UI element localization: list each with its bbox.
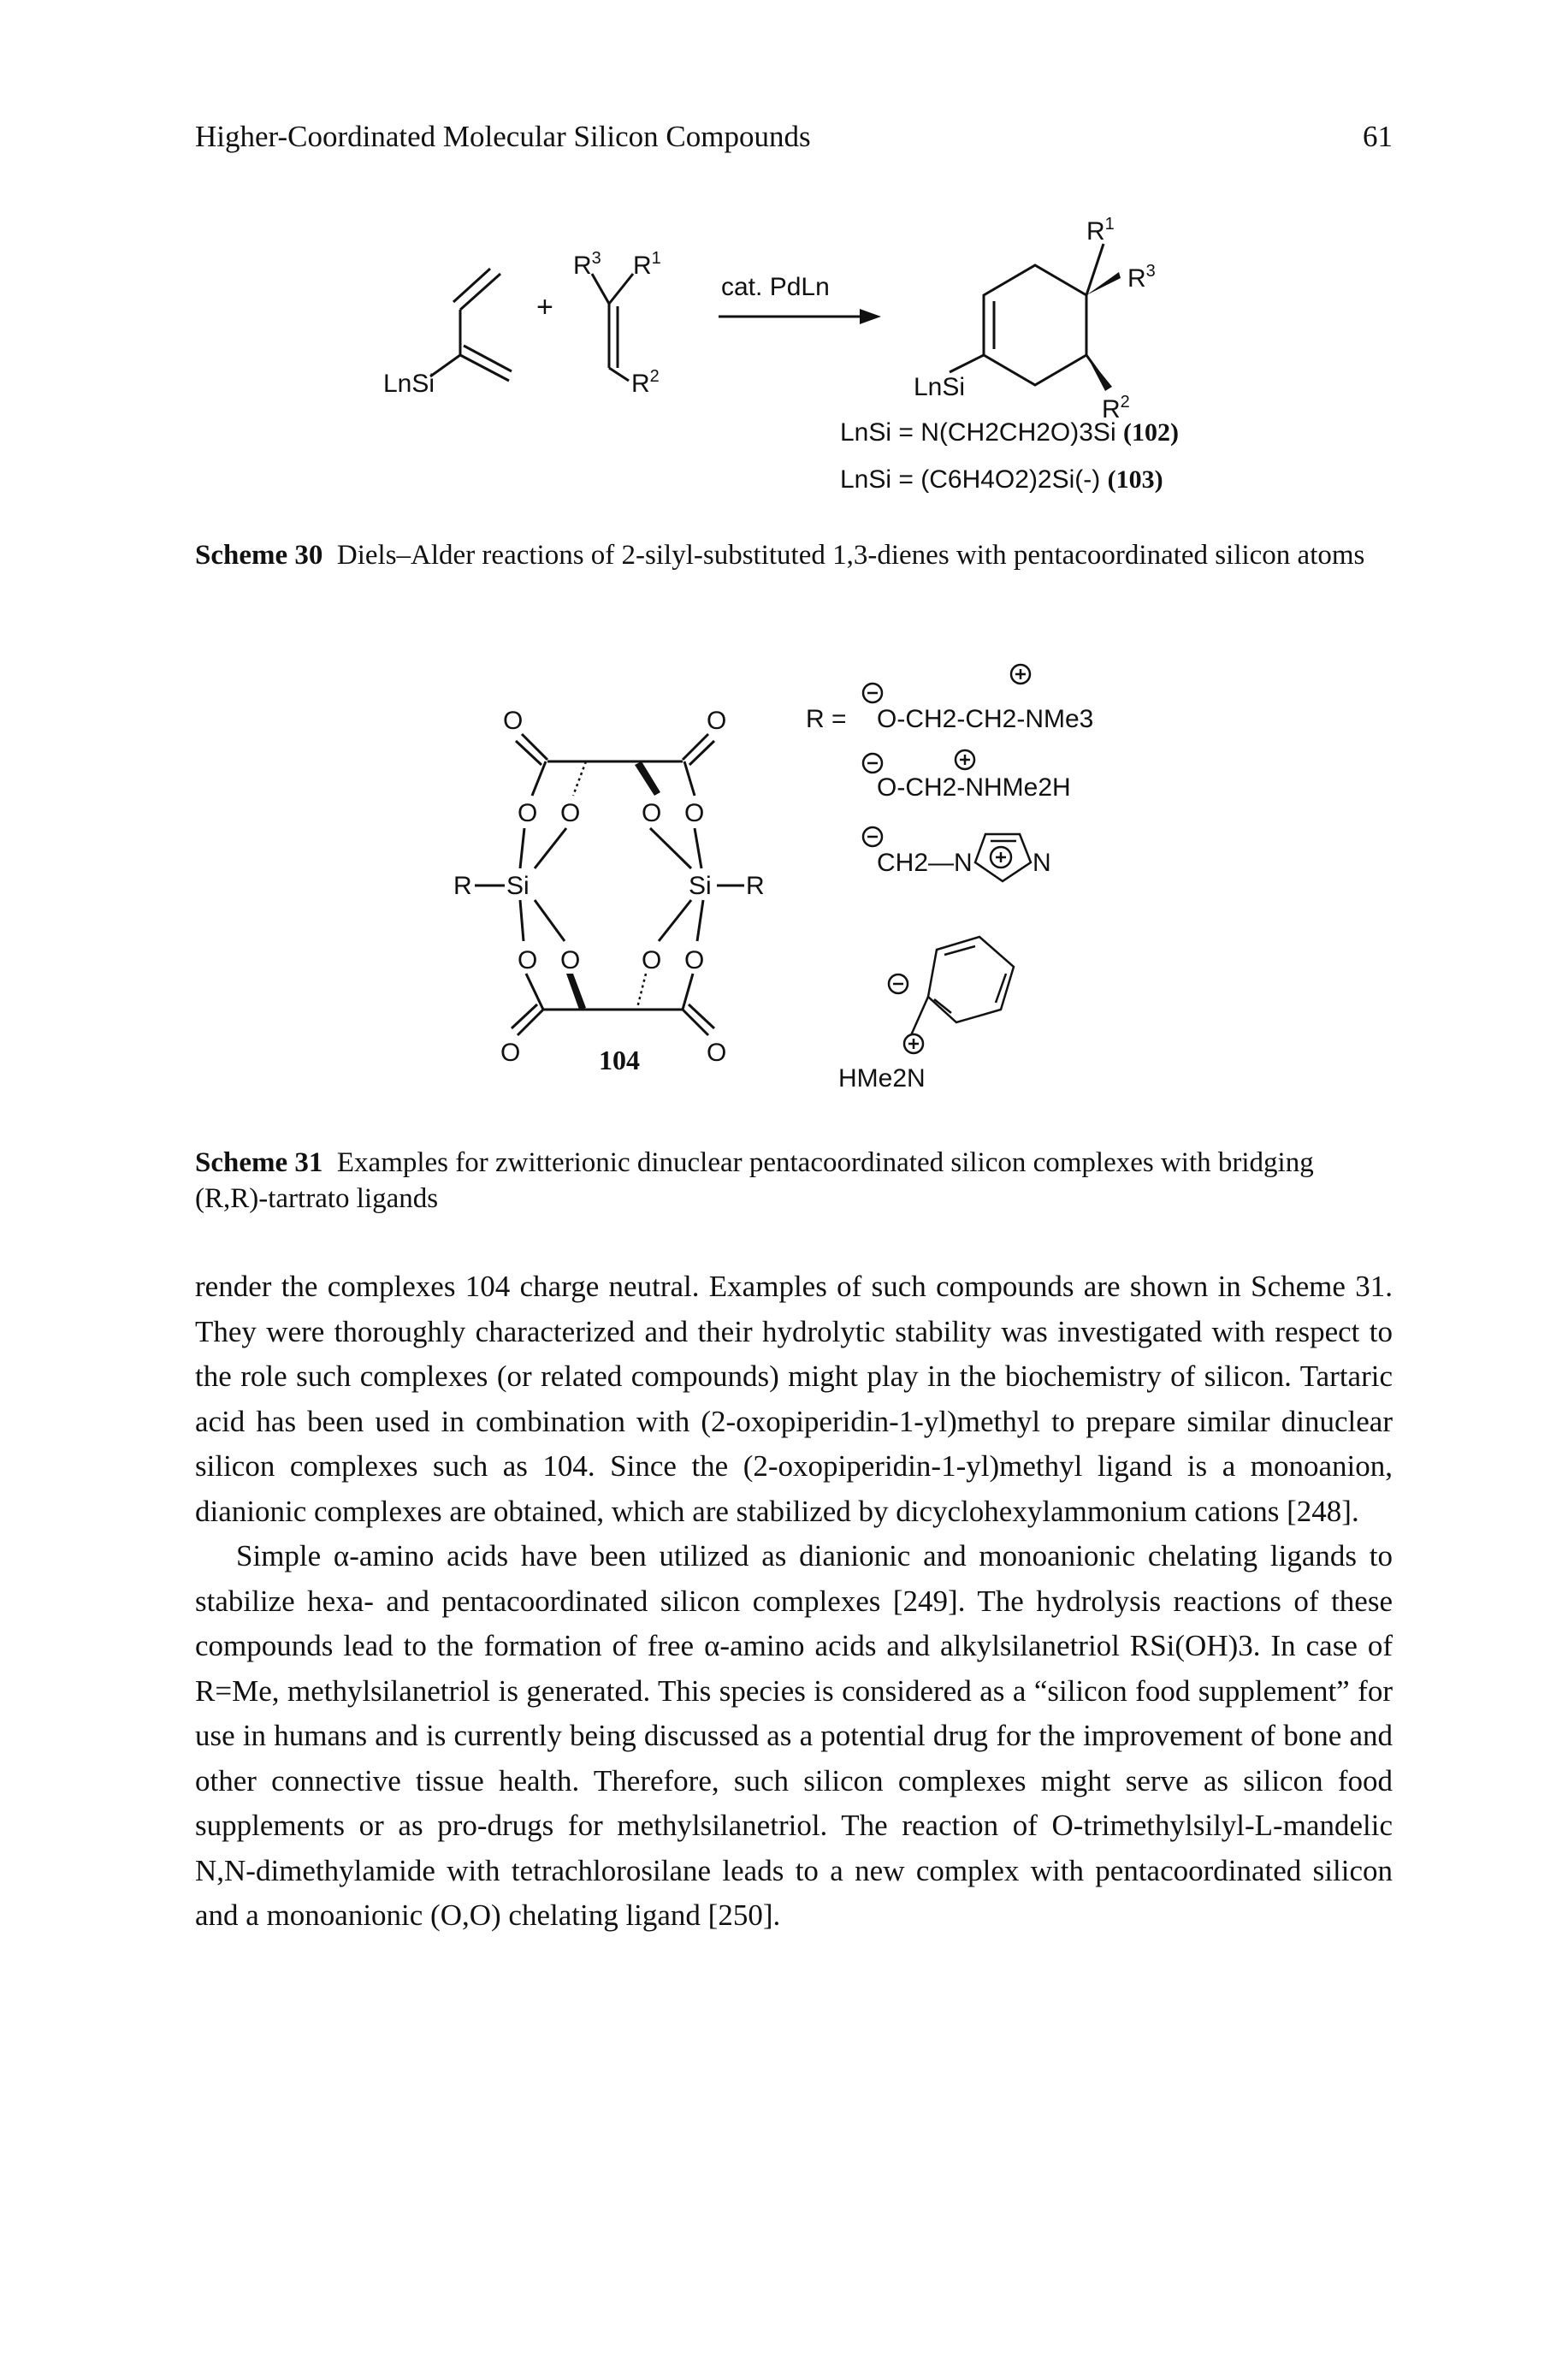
r-group-1: O-CH2-CH2-NMe3: [877, 705, 1093, 733]
paragraph-1: render the complexes 104 charge neutral.…: [195, 1270, 1393, 1528]
svg-text:O: O: [707, 1039, 726, 1067]
product-structure: LnSi R1 R3 R2: [914, 215, 1156, 423]
svg-text:O: O: [707, 707, 726, 735]
page-number: 61: [1363, 120, 1393, 153]
paragraph-2: Simple α-amino acids have been utilized …: [195, 1539, 1393, 1932]
svg-text:O: O: [560, 946, 580, 974]
imidazole-n-label: N: [1033, 849, 1051, 877]
svg-text:O: O: [642, 946, 661, 974]
product-r1-label: R1: [1086, 215, 1115, 246]
svg-text:O: O: [503, 707, 523, 735]
r1-label: R1: [633, 249, 661, 280]
svg-text:O: O: [518, 799, 537, 827]
r2-label: R2: [631, 367, 660, 398]
running-head: Higher-Coordinated Molecular Silicon Com…: [195, 120, 1393, 163]
product-r3-label: R3: [1127, 262, 1156, 293]
svg-text:O: O: [684, 799, 704, 827]
r-group-list: R = O-CH2-CH2-NMe3 O-CH2-NHMe2H CH2—N N: [806, 663, 1093, 1093]
product-r2-label: R2: [1102, 393, 1130, 423]
svg-text:Si: Si: [689, 872, 712, 900]
scheme-30-text: Diels–Alder reactions of 2-silyl-substit…: [336, 540, 1365, 571]
scheme-31-text: Examples for zwitterionic dinuclear pent…: [195, 1147, 1314, 1214]
svg-text:R: R: [746, 872, 765, 900]
diene-lnsi-label: LnSi: [383, 370, 435, 398]
lnsi-def-102: LnSi = N(CH2CH2O)3Si (102): [840, 418, 1179, 447]
svg-text:O: O: [518, 946, 537, 974]
svg-text:O: O: [560, 799, 580, 827]
r3-label: R3: [573, 249, 601, 280]
r-group-4: HMe2N: [838, 1064, 926, 1093]
diene-structure: LnSi: [383, 267, 512, 398]
scheme-31-caption: Scheme 31 Examples for zwitterionic dinu…: [195, 1145, 1393, 1217]
r-group-2: O-CH2-NHMe2H: [877, 773, 1071, 802]
svg-text:Si: Si: [506, 872, 530, 900]
running-title: Higher-Coordinated Molecular Silicon Com…: [195, 120, 811, 153]
scheme-30-caption: Scheme 30 Diels–Alder reactions of 2-sil…: [195, 537, 1393, 573]
svg-text:O: O: [500, 1039, 520, 1067]
reagent-label: cat. PdLn: [721, 273, 830, 301]
scheme-31-label: Scheme 31: [195, 1147, 323, 1178]
product-lnsi-label: LnSi: [914, 373, 965, 401]
compound-104-structure: O O O O O O R Si Si R O O O O: [453, 707, 765, 1075]
svg-text:R: R: [453, 872, 472, 900]
svg-text:O: O: [684, 946, 704, 974]
r-equals-label: R =: [806, 705, 847, 733]
scheme-31-figure: O O O O O O R Si Si R O O O O: [453, 663, 1093, 1093]
compound-104-label: 104: [599, 1045, 640, 1075]
dienophile-structure: R3 R1 R2: [573, 249, 661, 398]
plus-sign: +: [536, 291, 553, 323]
svg-text:O: O: [642, 799, 661, 827]
r-group-3: CH2—N: [877, 849, 973, 877]
scheme-30-label: Scheme 30: [195, 540, 323, 571]
body-text: render the complexes 104 charge neutral.…: [195, 1264, 1393, 1939]
lnsi-def-103: LnSi = (C6H4O2)2Si(-) (103): [840, 465, 1163, 494]
scheme-30-figure: LnSi + R3 R1 R2 cat. PdLn LnSi R1 R3 R2 …: [383, 215, 1179, 494]
